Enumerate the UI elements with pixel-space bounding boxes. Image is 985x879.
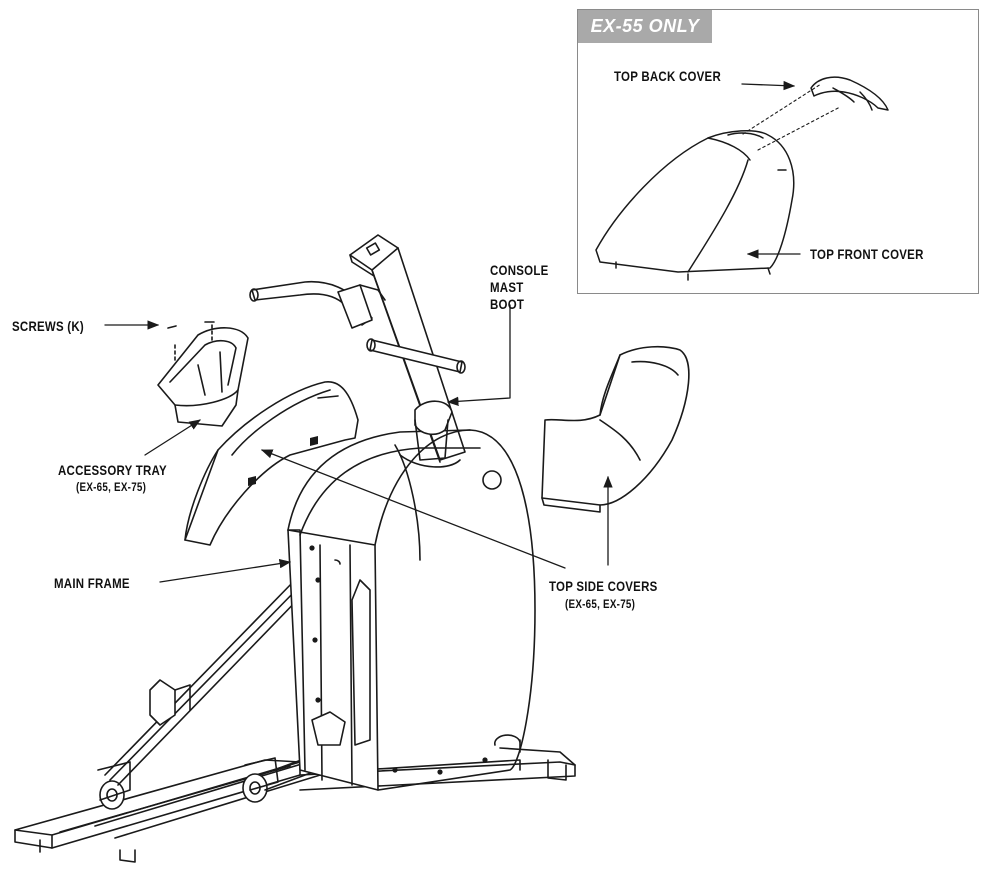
console-mast-drawing bbox=[349, 234, 466, 463]
leader-lines bbox=[104, 304, 613, 583]
label-top-side-covers: TOP SIDE COVERS bbox=[549, 578, 658, 594]
left-side-cover-drawing bbox=[184, 381, 359, 546]
front-wheels bbox=[97, 757, 279, 810]
label-accessory-tray: ACCESSORY TRAY bbox=[58, 462, 167, 478]
label-main-frame: MAIN FRAME bbox=[54, 575, 130, 591]
alignment-lines bbox=[742, 83, 841, 151]
inset-ex55: EX-55 ONLY bbox=[577, 9, 979, 294]
top-front-cover-drawing bbox=[595, 130, 795, 281]
label-console-mast-boot-1: CONSOLE bbox=[490, 262, 549, 278]
label-top-side-covers-models: (EX-65, EX-75) bbox=[565, 597, 636, 611]
inset-title: EX-55 ONLY bbox=[578, 10, 712, 43]
handlebar bbox=[249, 280, 386, 329]
main-frame-drawing bbox=[287, 429, 536, 791]
inset-drawing bbox=[595, 76, 889, 281]
label-accessory-tray-models: (EX-65, EX-75) bbox=[76, 480, 147, 494]
label-console-mast-boot-2: MAST bbox=[490, 279, 524, 295]
label-console-mast-boot-3: BOOT bbox=[490, 296, 525, 312]
label-screws: SCREWS (K) bbox=[12, 318, 84, 334]
label-top-front-cover: TOP FRONT COVER bbox=[810, 246, 924, 262]
label-top-back-cover: TOP BACK COVER bbox=[614, 68, 721, 84]
right-side-cover-drawing bbox=[541, 345, 690, 513]
accessory-tray-drawing bbox=[157, 321, 249, 427]
base-frame bbox=[14, 734, 576, 863]
top-back-cover-drawing bbox=[810, 76, 889, 111]
